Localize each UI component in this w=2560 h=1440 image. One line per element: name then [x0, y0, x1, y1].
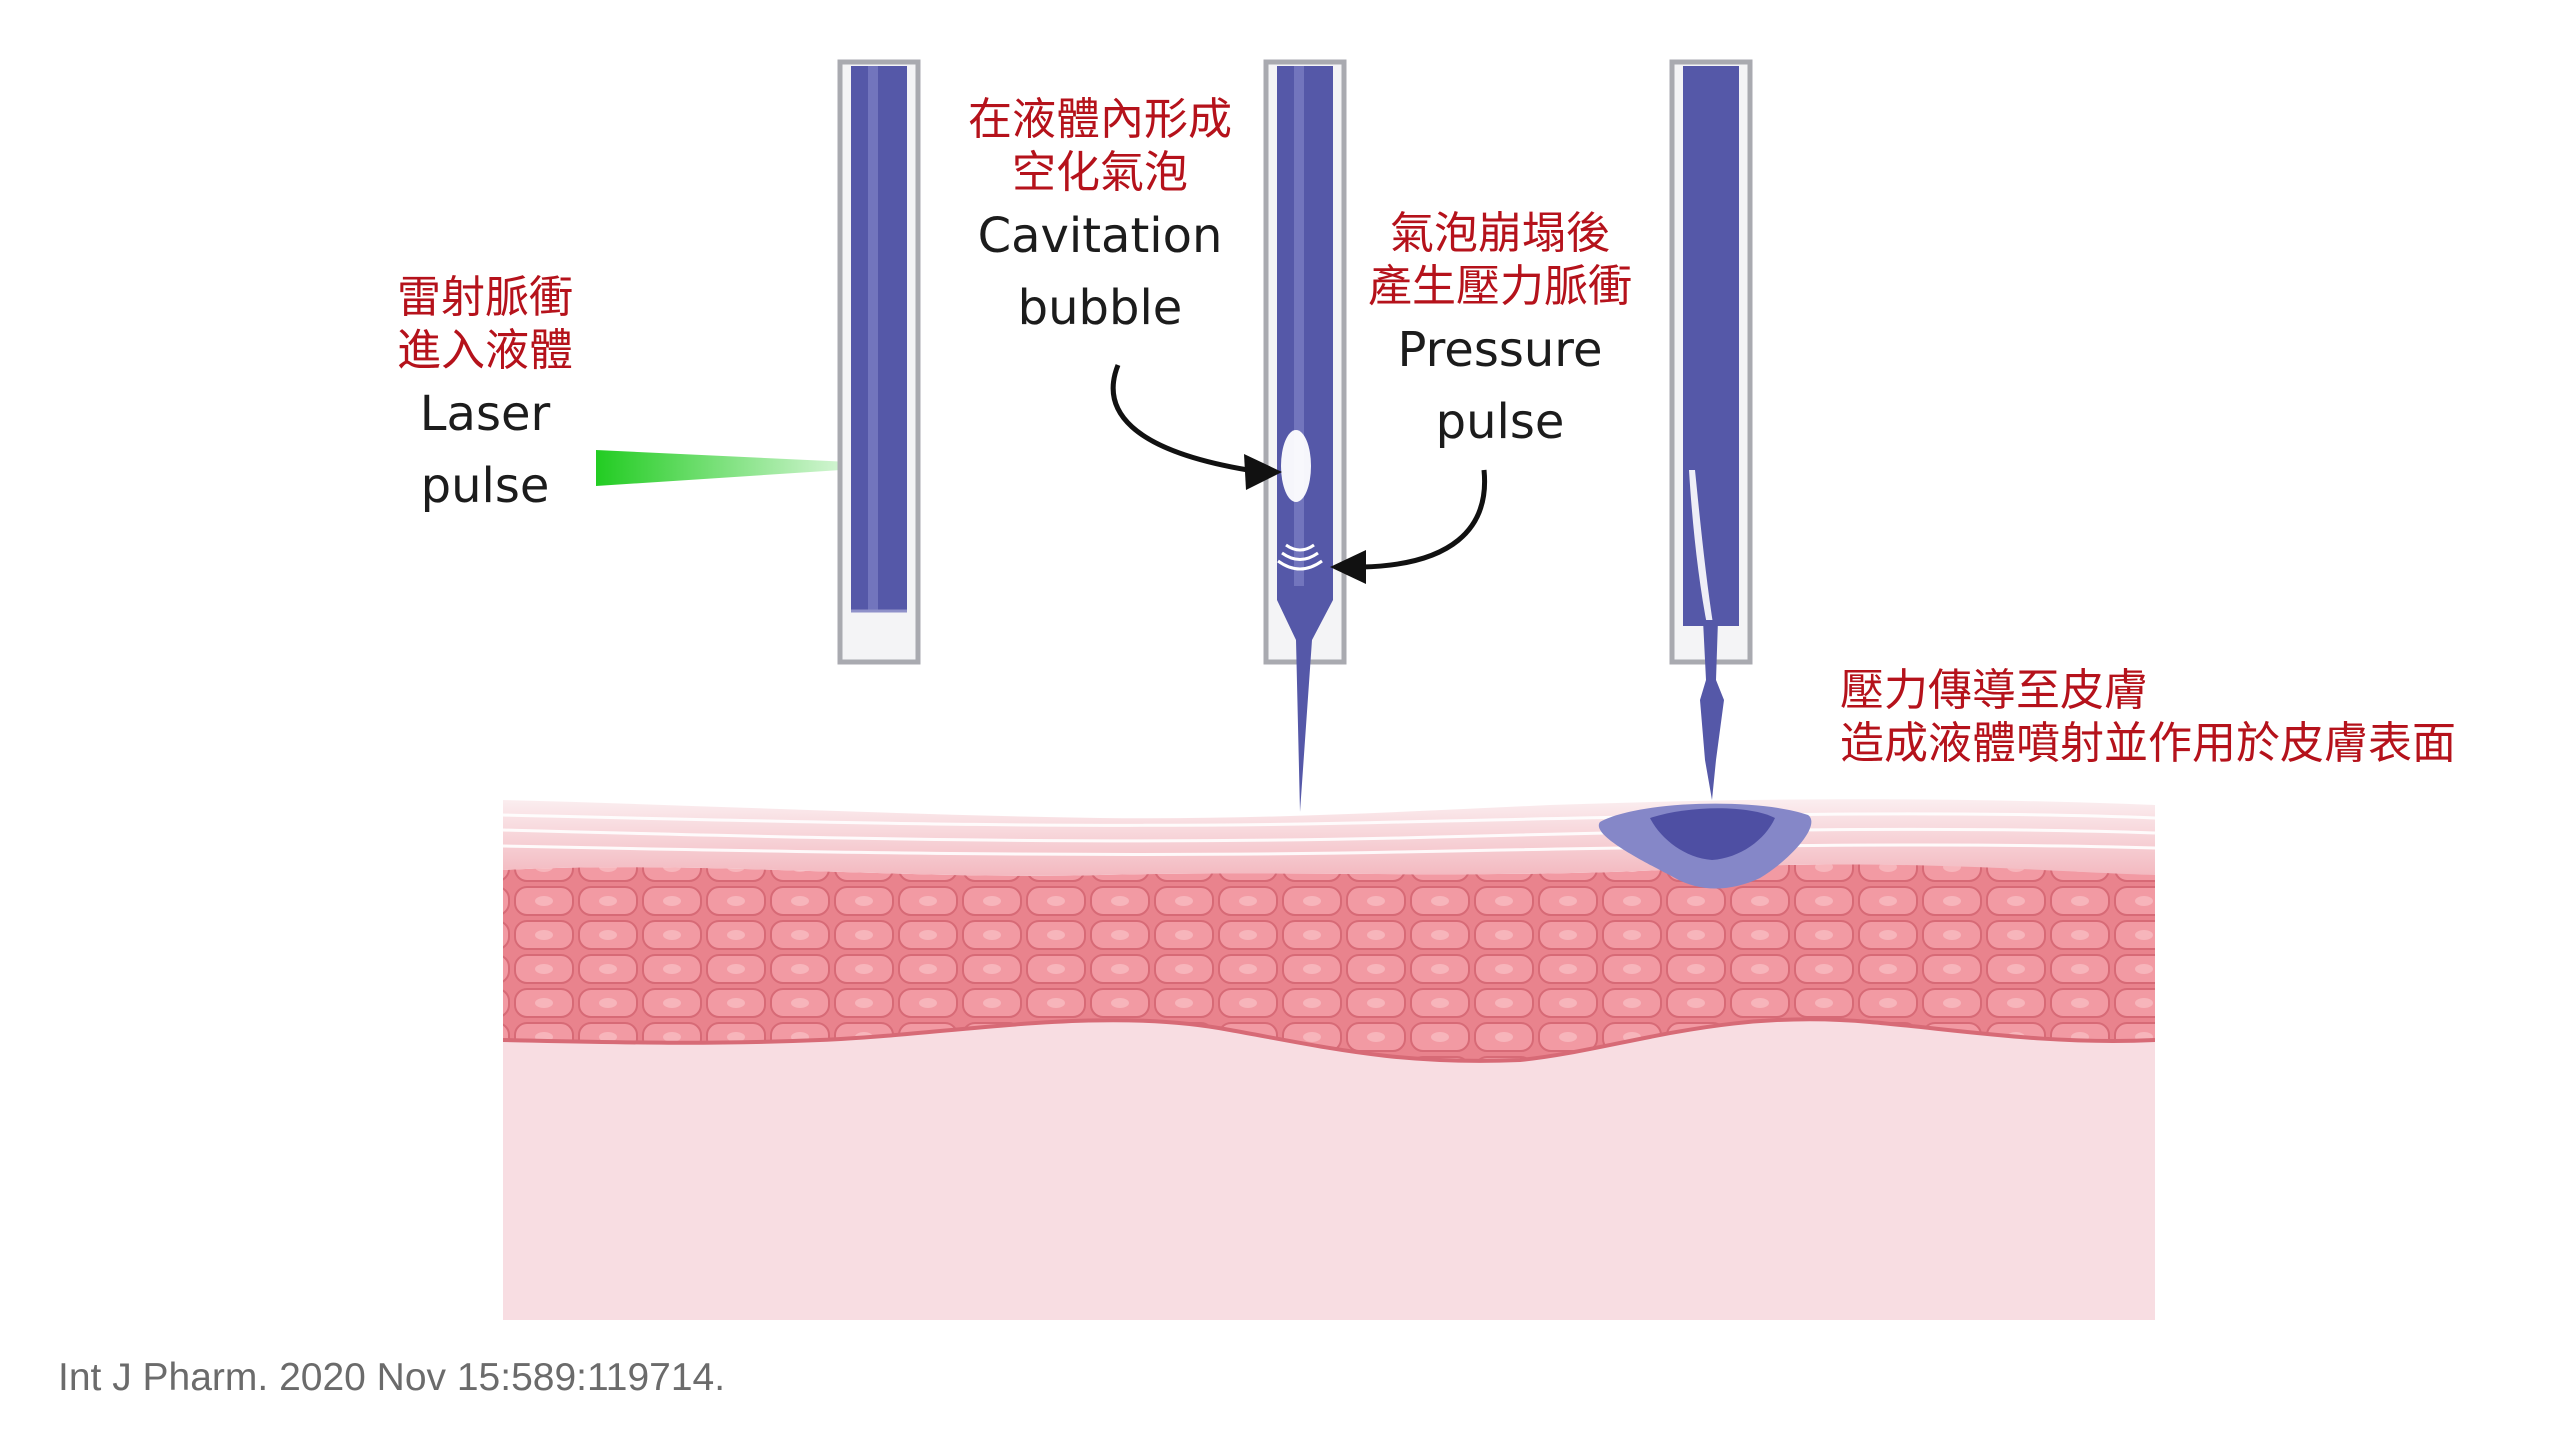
cavitation-bubble-icon	[1281, 430, 1311, 502]
epidermis-layer	[503, 864, 2155, 1061]
pressure-label-en-1: Pressure	[1397, 321, 1603, 378]
cavitation-label-en-2: bubble	[1017, 279, 1183, 336]
cavitation-label-zh-2: 空化氣泡	[1012, 146, 1188, 198]
laser-beam-icon	[596, 450, 872, 486]
skin-effect-zh-1: 壓力傳導至皮膚	[1840, 665, 2148, 716]
pressure-label-zh-2: 產生壓力脈衝	[1368, 260, 1632, 312]
laser-label-zh-1: 雷射脈衝	[397, 272, 573, 323]
laser-label-zh-2: 進入液體	[397, 324, 573, 376]
cavitation-bubble-label: 在液體內形成 空化氣泡 Cavitation bubble	[950, 94, 1250, 344]
arrow-icon	[1110, 364, 1249, 473]
pressure-pulse-label: 氣泡崩塌後 產生壓力脈衝 Pressure pulse	[1345, 208, 1655, 458]
tube-laser-stage	[837, 59, 921, 665]
pressure-label-en-2: pulse	[1435, 393, 1565, 450]
arrow-icon	[1361, 469, 1488, 570]
tube-cavitation-stage	[1263, 59, 1347, 812]
arrow-icon	[1244, 454, 1282, 490]
citation: Int J Pharm. 2020 Nov 15:589:119714.	[58, 1356, 726, 1399]
arrow-icon	[1330, 550, 1366, 584]
skin-effect-zh-2: 造成液體噴射並作用於皮膚表面	[1840, 717, 2456, 769]
skin-cross-section	[503, 799, 2155, 1320]
laser-label-en-2: pulse	[420, 457, 550, 514]
cavitation-label-en-1: Cavitation	[977, 207, 1223, 264]
cavitation-label-zh-1: 在液體內形成	[968, 94, 1232, 145]
tube-jet-stage	[1669, 59, 1753, 800]
laser-label-en-1: Laser	[419, 385, 551, 442]
dermis-layer	[503, 1010, 2155, 1320]
skin-effect-label: 壓力傳導至皮膚 造成液體噴射並作用於皮膚表面	[1840, 665, 2456, 771]
laser-pulse-label: 雷射脈衝 進入液體 Laser pulse	[365, 272, 605, 522]
pressure-label-zh-1: 氣泡崩塌後	[1390, 208, 1610, 259]
jet-impact-zone	[1598, 803, 1812, 889]
pressure-wave-icon	[1277, 543, 1323, 571]
